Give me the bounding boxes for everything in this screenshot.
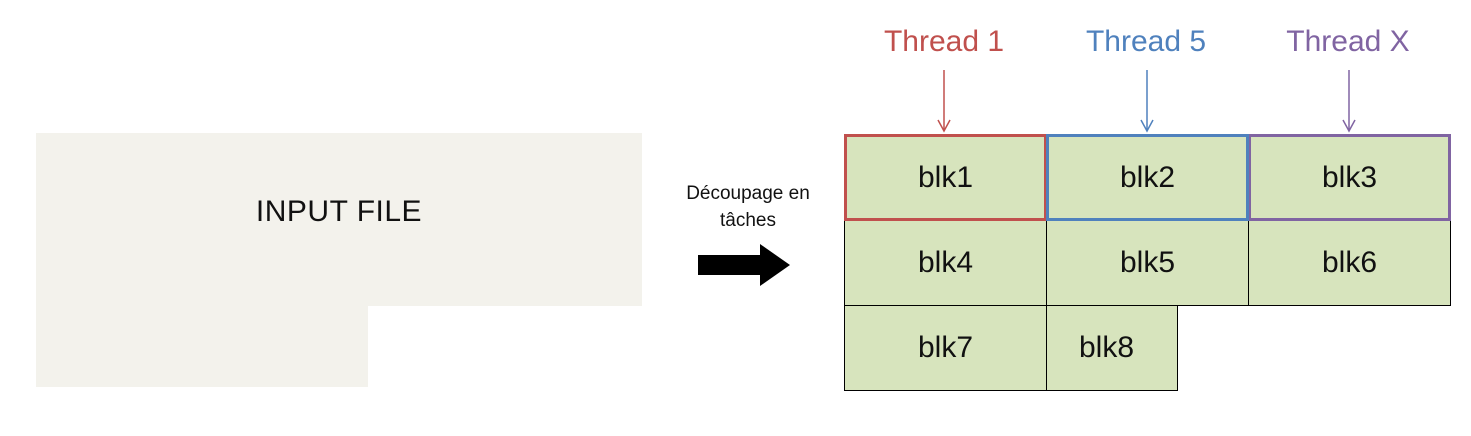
block-6: blk6 <box>1248 220 1451 306</box>
split-caption: Découpage en tâches <box>668 180 828 234</box>
block-3: blk3 <box>1248 134 1451 221</box>
thread-1-arrow-icon <box>937 70 951 133</box>
thread-label-1: Thread 1 <box>883 25 1005 58</box>
split-caption-line1: Découpage en <box>686 183 810 204</box>
right-arrow-icon <box>698 244 790 286</box>
thread-5-arrow-icon <box>1140 70 1154 133</box>
block-4: blk4 <box>844 220 1047 306</box>
block-8: blk8 <box>1046 305 1178 391</box>
thread-label-5: Thread 5 <box>1085 25 1207 58</box>
thread-label-x: Thread X <box>1286 25 1410 58</box>
input-file-shape-lower <box>36 305 368 387</box>
block-2: blk2 <box>1046 134 1249 221</box>
input-file-shape <box>36 133 642 306</box>
thread-x-arrow-icon <box>1342 70 1356 133</box>
input-file-label: INPUT FILE <box>255 195 423 228</box>
block-1: blk1 <box>844 134 1047 221</box>
split-caption-line2: tâches <box>720 210 776 231</box>
block-5: blk5 <box>1046 220 1249 306</box>
block-7: blk7 <box>844 305 1047 391</box>
